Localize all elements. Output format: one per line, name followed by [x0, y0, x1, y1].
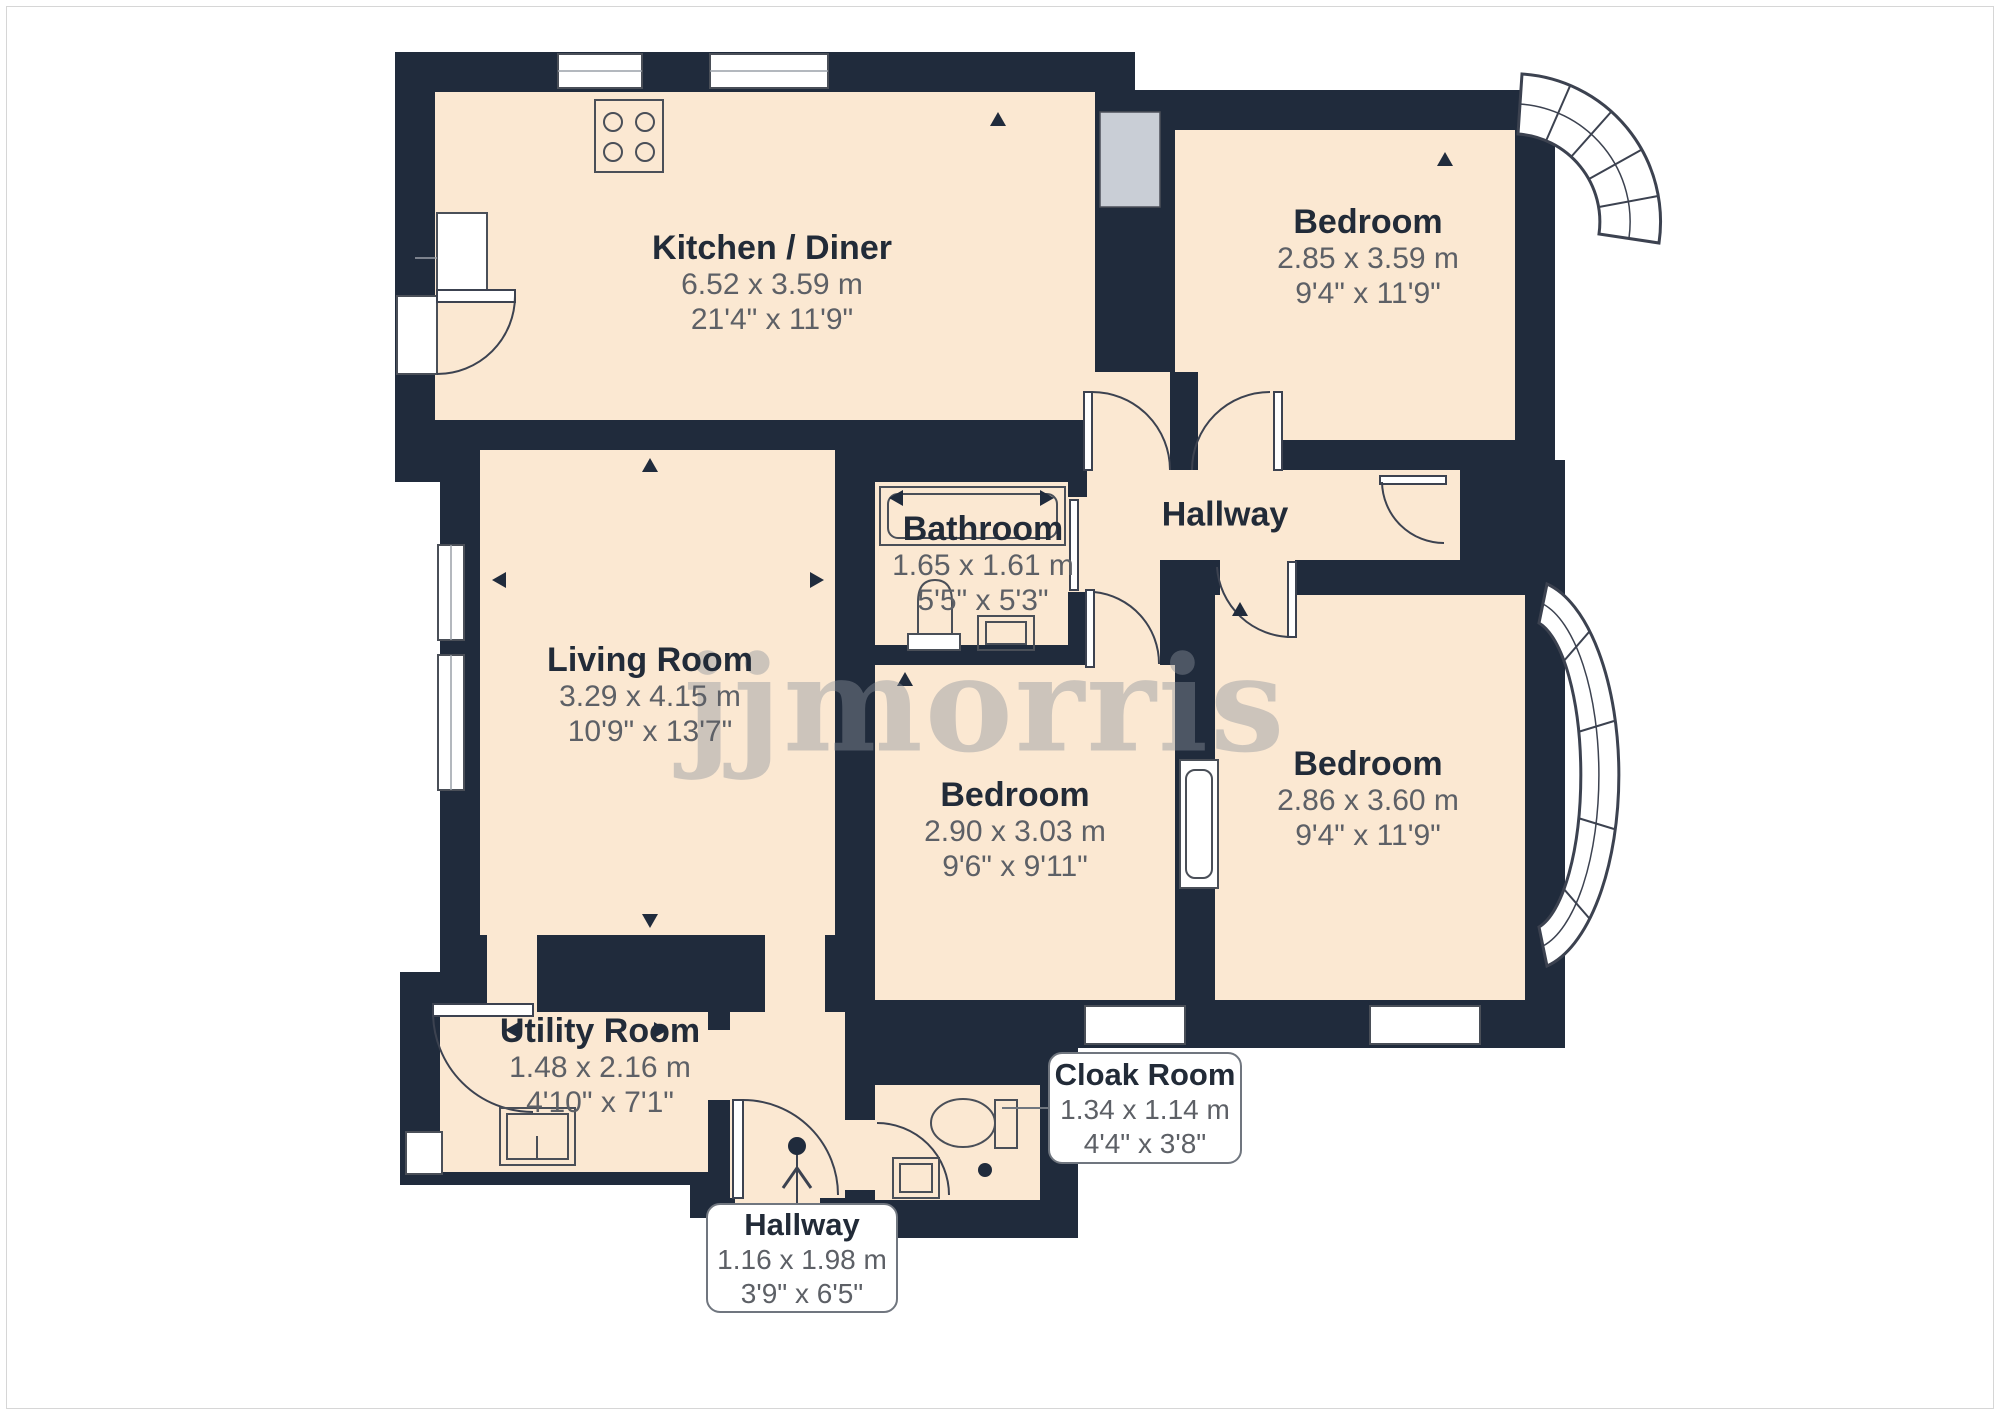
dimension-arrows: [492, 112, 1453, 1038]
room-name: Living Room: [547, 640, 753, 679]
bedroom-right-window: [1369, 1005, 1481, 1045]
room-dims-metric: 2.85 x 3.59 m: [1277, 242, 1459, 276]
living-room-floor: [480, 450, 835, 935]
label-hallway-top: Hallway: [1162, 495, 1289, 534]
label-kitchen-diner: Kitchen / Diner 6.52 x 3.59 m 21'4" x 11…: [652, 229, 892, 337]
washing-machine-icon: [499, 1107, 576, 1166]
kitchen-side-door-opening: [396, 295, 438, 375]
room-dims-metric: 1.48 x 2.16 m: [509, 1051, 691, 1085]
utility-window: [405, 1131, 443, 1175]
room-name: Bedroom: [1293, 744, 1443, 783]
cloak-toilet-icon: [930, 1098, 1018, 1177]
room-dims-imperial: 9'4" x 11'9": [1295, 818, 1441, 852]
label-utility-room: Utility Room 1.48 x 2.16 m 4'10" x 7'1": [500, 1012, 700, 1120]
callout-cloak-room: Cloak Room 1.34 x 1.14 m 4'4" x 3'8": [1048, 1052, 1242, 1164]
room-dims-imperial: 5'5" x 5'3": [917, 583, 1049, 617]
bathroom-floor: [875, 482, 1068, 645]
label-bedroom-centre: Bedroom 2.90 x 3.03 m 9'6" x 9'11": [924, 776, 1106, 884]
hallway-bottom-floor: [730, 1012, 845, 1198]
room-dims-metric: 2.90 x 3.03 m: [924, 815, 1106, 849]
bedroom-top-floor: [1175, 130, 1515, 440]
bay-window-right-icon: [1537, 581, 1621, 969]
bedroom-centre-window: [1084, 1005, 1186, 1045]
kitchen-floor: [435, 92, 1095, 420]
window-glazing-lines: [415, 70, 828, 790]
room-dims-imperial: 9'4" x 11'9": [1295, 276, 1441, 310]
room-dims-imperial: 10'9" x 13'7": [567, 714, 733, 748]
callout-hallway-bottom: Hallway 1.16 x 1.98 m 3'9" x 6'5": [706, 1203, 898, 1313]
room-name: Bedroom: [940, 775, 1090, 814]
room-name: Kitchen / Diner: [652, 228, 892, 267]
bedroom-centre-floor: [875, 665, 1175, 1000]
room-dims-imperial: 21'4" x 11'9": [690, 302, 854, 336]
room-dims-imperial: 4'4" x 3'8": [1083, 1127, 1207, 1159]
room-dims-metric: 2.86 x 3.60 m: [1277, 784, 1459, 818]
room-floors: [435, 92, 1525, 1218]
cloak-room-floor: [875, 1085, 1040, 1200]
chimney-breast: [1099, 111, 1161, 208]
room-name: Cloak Room: [1054, 1056, 1236, 1092]
room-name: Hallway: [744, 1206, 860, 1242]
room-dims-imperial: 4'10" x 7'1": [526, 1085, 674, 1119]
room-name: Bathroom: [902, 509, 1064, 548]
room-dims-imperial: 9'6" x 9'11": [942, 849, 1088, 883]
room-dims-metric: 1.65 x 1.61 m: [892, 549, 1074, 583]
toilet-icon: [907, 578, 961, 651]
fixtures: [499, 99, 1066, 1199]
bay-window-top-icon: [1516, 72, 1663, 245]
hob-icon: [594, 99, 664, 173]
basin-icon: [977, 615, 1035, 651]
callout-connectors: [781, 1107, 1048, 1203]
label-bedroom-right: Bedroom 2.86 x 3.60 m 9'4" x 11'9": [1277, 745, 1459, 853]
room-name: Utility Room: [499, 1011, 701, 1050]
room-dims-metric: 6.52 x 3.59 m: [681, 268, 863, 302]
cloak-basin-icon: [892, 1157, 940, 1199]
hallway-marker-dot: [788, 1137, 806, 1155]
entrance-arrow-icon: [781, 1165, 813, 1189]
label-bathroom: Bathroom 1.65 x 1.61 m 5'5" x 5'3": [892, 510, 1074, 618]
label-living-room: Living Room 3.29 x 4.15 m 10'9" x 13'7": [547, 641, 753, 749]
room-dims-metric: 3.29 x 4.15 m: [559, 680, 741, 714]
room-dims-metric: 1.34 x 1.14 m: [1060, 1094, 1230, 1125]
room-dims-imperial: 3'9" x 6'5": [740, 1277, 864, 1309]
fireplace-niche-inner: [1185, 769, 1213, 879]
bath-icon: [879, 486, 1066, 546]
room-dims-metric: 1.16 x 1.98 m: [717, 1244, 887, 1275]
room-name: Hallway: [1161, 495, 1289, 534]
bedroom-right-floor: [1215, 595, 1525, 1000]
label-bedroom-top: Bedroom 2.85 x 3.59 m 9'4" x 11'9": [1277, 203, 1459, 311]
room-name: Bedroom: [1293, 202, 1443, 241]
kitchen-cabinet: [436, 212, 488, 302]
doors: [432, 289, 1447, 1199]
